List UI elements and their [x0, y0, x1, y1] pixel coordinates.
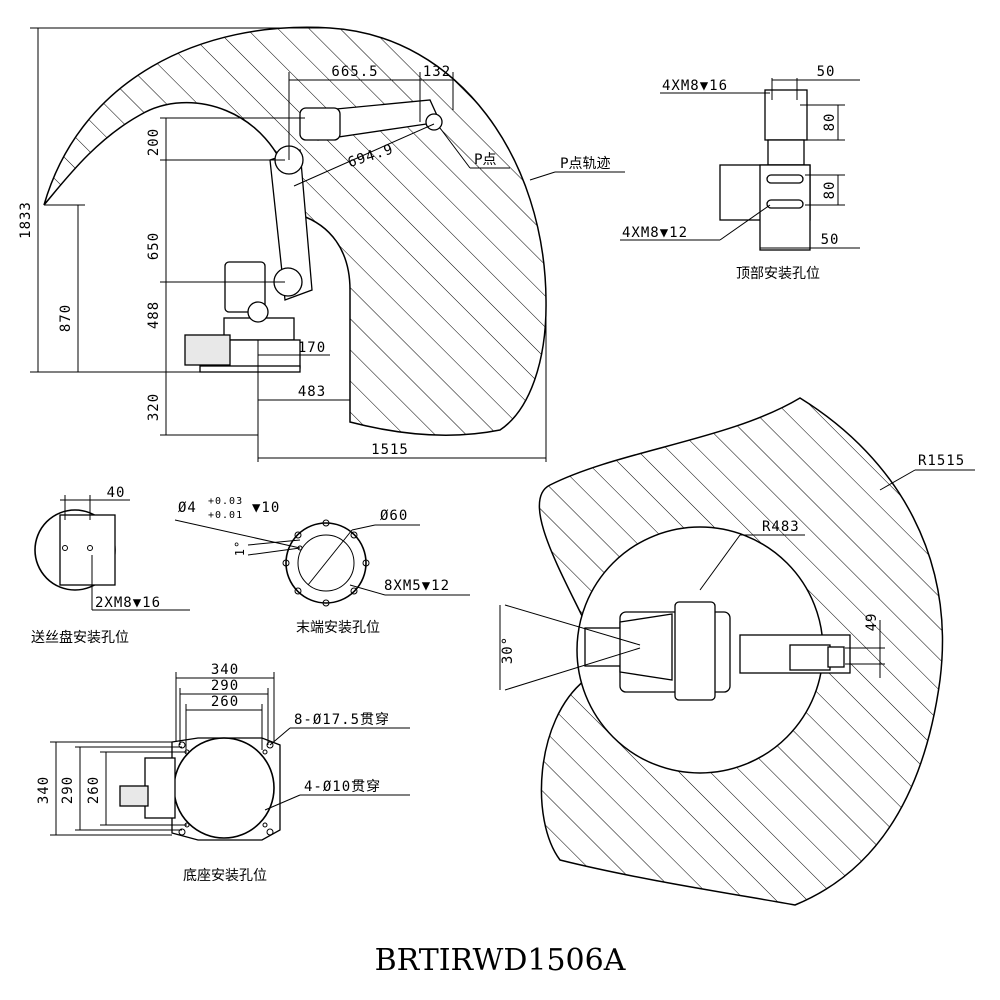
- feeder-caption: 送丝盘安装孔位: [31, 629, 129, 646]
- flange-thread: 8XM5▼12: [384, 578, 450, 594]
- p-trajectory-label: P点轨迹: [560, 156, 610, 172]
- flange-pin-depth: ▼10: [252, 500, 280, 516]
- dim-320: 320: [146, 393, 162, 421]
- base-holes-large: 8-Ø17.5贯穿: [294, 712, 390, 728]
- top-r483: R483: [762, 519, 800, 535]
- base-w340: 340: [211, 662, 239, 678]
- base-holes-small: 4-Ø10贯穿: [304, 779, 381, 795]
- top-thread-lower: 4XM8▼12: [622, 225, 688, 241]
- dim-170: 170: [298, 340, 326, 356]
- dim-665-5: 665.5: [331, 64, 378, 80]
- feeder-dim-40: 40: [107, 485, 126, 501]
- side-dimension-lines: [30, 27, 625, 462]
- flange-angle: 1°: [233, 540, 247, 556]
- side-workspace-region: [43, 26, 547, 437]
- base-w260: 260: [211, 694, 239, 710]
- robot-top-silhouette: [584, 601, 851, 701]
- flange-pin-hole: Ø4: [178, 500, 197, 516]
- feeder-mount-detail: 40 2XM8▼16 送丝盘安装孔位: [31, 485, 190, 646]
- robot-side-silhouette: [184, 99, 443, 373]
- model-title: BRTIRWD1506A: [375, 943, 626, 978]
- dim-1515: 1515: [371, 442, 409, 458]
- top-view: R1515 R483 30° 49: [499, 397, 975, 906]
- top-dim-50-top: 50: [817, 64, 836, 80]
- p-point-label: P点: [474, 152, 496, 168]
- top-dim-80-lower: 80: [822, 181, 838, 200]
- base-h340: 340: [36, 776, 52, 804]
- flange-caption: 末端安装孔位: [296, 620, 380, 636]
- dim-132: 132: [423, 64, 451, 80]
- dim-200: 200: [146, 128, 162, 156]
- top-mount-caption: 顶部安装孔位: [736, 266, 820, 282]
- top-dim-49: 49: [864, 613, 880, 632]
- flange-pcd: Ø60: [380, 508, 408, 524]
- top-mount-detail: 4XM8▼16 4XM8▼12 50 50 80 80 顶部安装孔位: [620, 64, 860, 282]
- dim-870: 870: [58, 304, 74, 332]
- dim-650: 650: [146, 232, 162, 260]
- base-caption: 底座安装孔位: [183, 868, 267, 884]
- feeder-thread: 2XM8▼16: [95, 595, 161, 611]
- top-r1515: R1515: [918, 453, 965, 469]
- top-angle: 30°: [500, 636, 516, 664]
- base-h290: 290: [60, 776, 76, 804]
- base-h260: 260: [86, 776, 102, 804]
- top-dim-50-bottom: 50: [821, 232, 840, 248]
- base-w290: 290: [211, 678, 239, 694]
- side-view: 1833 870 200 650 488 320 665.5 132 694.9…: [18, 26, 625, 462]
- flange-pin-tol-lower: +0.01: [208, 510, 243, 521]
- flange-pin-tol-upper: +0.03: [208, 496, 243, 507]
- dim-1833: 1833: [18, 201, 34, 239]
- base-mount-detail: 340 290 260 340 290 260 8-Ø17.5贯穿 4-Ø10贯…: [36, 662, 410, 884]
- top-thread-upper: 4XM8▼16: [662, 78, 728, 94]
- top-dim-80-upper: 80: [822, 113, 838, 132]
- dim-483: 483: [298, 384, 326, 400]
- flange-detail: Ø4 +0.03 +0.01 ▼10 Ø60 8XM5▼12 1° 末端安装孔位: [174, 496, 470, 636]
- dim-488: 488: [146, 301, 162, 329]
